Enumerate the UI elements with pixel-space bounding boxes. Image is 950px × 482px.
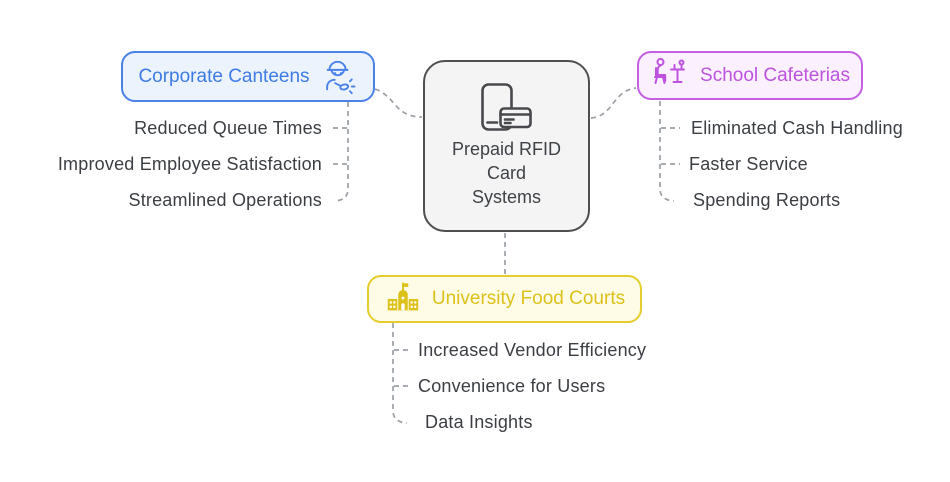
corporate-items-spine bbox=[334, 102, 349, 202]
center-node-title: Prepaid RFID Card Systems bbox=[452, 137, 561, 209]
university-food-courts-label: University Food Courts bbox=[431, 288, 626, 309]
connector-center-to-school bbox=[590, 87, 637, 119]
connector-corporate-to-center bbox=[374, 88, 423, 118]
school-item-eliminated-cash-handling: Eliminated Cash Handling bbox=[691, 118, 903, 138]
corporate-item-streamlined-operations: Streamlined Operations bbox=[128, 190, 322, 210]
chef-worker-icon bbox=[325, 60, 355, 94]
corporate-canteens-label: Corporate Canteens bbox=[138, 65, 310, 87]
center-title-line-1: Prepaid RFID bbox=[451, 139, 562, 159]
node-university-food-courts[interactable]: University Food Courts bbox=[367, 275, 642, 323]
phone-card-icon bbox=[480, 83, 532, 131]
node-prepaid-rfid-card-systems[interactable]: Prepaid RFID Card Systems bbox=[423, 60, 590, 232]
university-item-data-insights: Data Insights bbox=[425, 412, 533, 432]
node-corporate-canteens[interactable]: Corporate Canteens bbox=[121, 51, 375, 102]
person-dining-icon bbox=[654, 57, 686, 84]
school-item-faster-service: Faster Service bbox=[689, 154, 808, 174]
university-building-icon bbox=[387, 282, 419, 311]
center-title-line-2: Card bbox=[486, 163, 526, 183]
university-item-increased-vendor-efficiency: Increased Vendor Efficiency bbox=[418, 340, 647, 360]
corporate-item-reduced-queue-times: Reduced Queue Times bbox=[134, 118, 322, 138]
school-item-spending-reports: Spending Reports bbox=[693, 190, 841, 210]
center-title-line-3: Systems bbox=[471, 187, 541, 207]
school-cafeterias-label: School Cafeterias bbox=[700, 64, 850, 86]
node-school-cafeterias[interactable]: School Cafeterias bbox=[637, 51, 863, 100]
corporate-item-improved-employee-satisfaction: Improved Employee Satisfaction bbox=[57, 154, 322, 174]
school-items-spine bbox=[659, 101, 675, 202]
university-items-spine bbox=[392, 323, 408, 424]
university-item-convenience-for-users: Convenience for Users bbox=[418, 376, 606, 396]
